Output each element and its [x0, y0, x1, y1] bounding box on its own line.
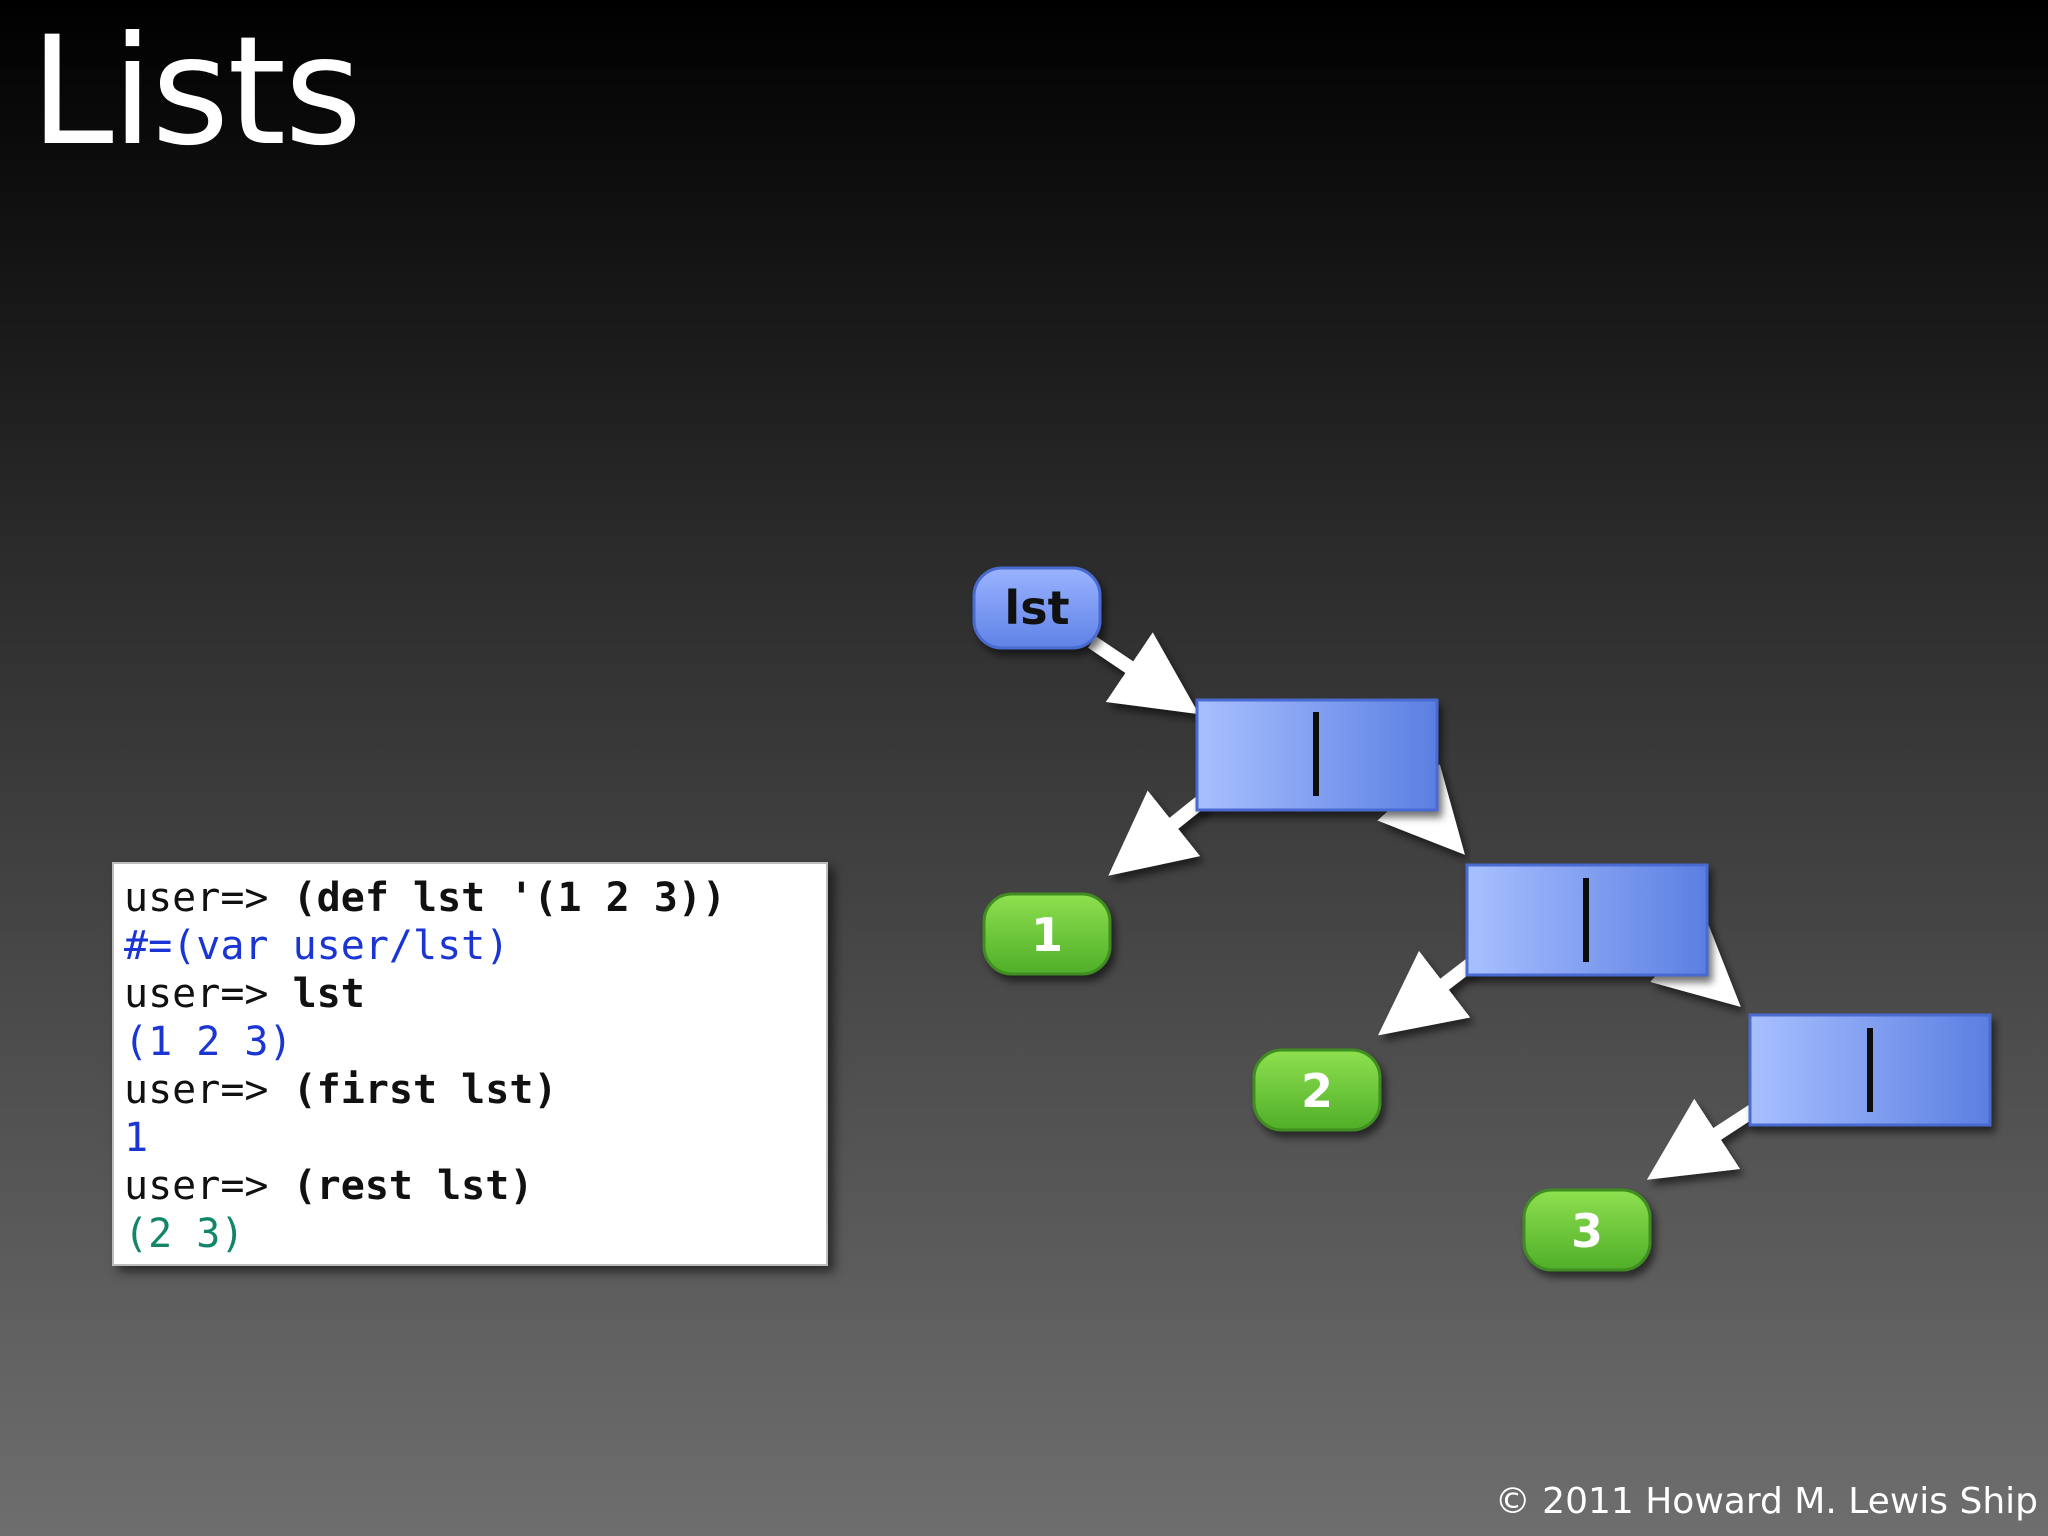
value-node-2 — [1252, 1048, 1382, 1132]
slide-title: Lists — [30, 5, 362, 179]
repl-prompt: user=> — [124, 1163, 293, 1209]
variable-node-lst — [972, 566, 1102, 650]
arrow-lst-to-cell1 — [1088, 632, 1199, 715]
value-node-1 — [982, 892, 1112, 976]
repl-command: (rest lst) — [292, 1163, 534, 1209]
repl-prompt: user=> — [124, 1067, 293, 1113]
value-node-3 — [1522, 1188, 1652, 1272]
repl-output: 1 — [124, 1115, 149, 1161]
value-label-3: 3 — [1571, 1204, 1603, 1258]
repl-line-7: user=> (rest lst) — [124, 1162, 826, 1210]
repl-output: (2 3) — [124, 1211, 245, 1257]
variable-label: lst — [1004, 581, 1069, 635]
repl-command: (def lst '(1 2 3)) — [292, 875, 727, 921]
repl-code-box: user=> (def lst '(1 2 3)) #=(var user/ls… — [112, 862, 828, 1266]
repl-line-3: user=> lst — [124, 970, 826, 1018]
value-label-1: 1 — [1031, 908, 1063, 962]
copyright-notice: © 2011 Howard M. Lewis Ship — [1494, 1481, 2038, 1522]
cons-cell-2 — [1465, 863, 1709, 977]
repl-command: (first lst) — [292, 1067, 558, 1113]
repl-prompt: user=> — [124, 971, 293, 1017]
cons-cell-1 — [1195, 698, 1439, 812]
repl-prompt: user=> — [124, 875, 293, 921]
repl-output: #=(var user/lst) — [124, 923, 510, 969]
repl-output: (1 2 3) — [124, 1019, 293, 1065]
repl-line-1: user=> (def lst '(1 2 3)) — [124, 874, 826, 922]
repl-command: lst — [292, 971, 365, 1017]
repl-line-5: user=> (first lst) — [124, 1066, 826, 1114]
cons-cell-3 — [1748, 1013, 1992, 1127]
value-label-2: 2 — [1301, 1064, 1333, 1118]
